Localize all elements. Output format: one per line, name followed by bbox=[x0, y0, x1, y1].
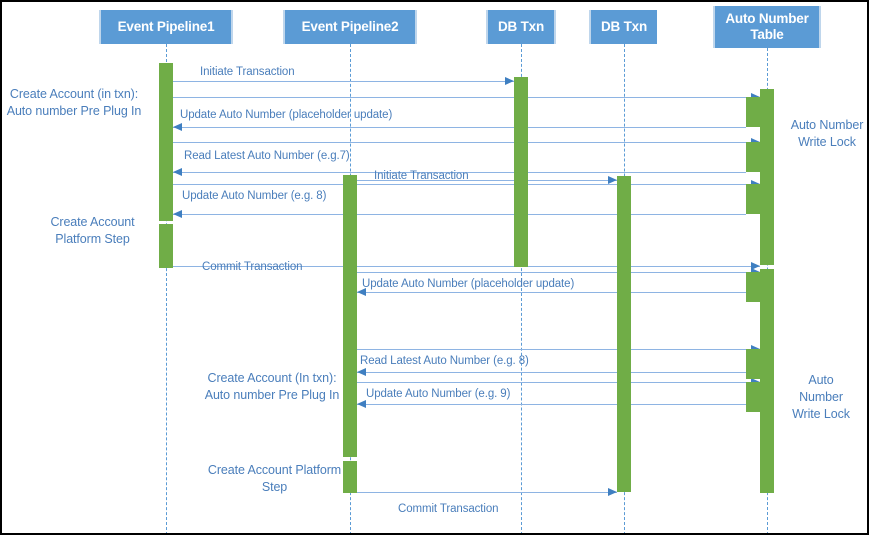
message-label-m16: Commit Transaction bbox=[398, 503, 499, 515]
actor-box-txn1[interactable]: DB Txn bbox=[488, 10, 554, 44]
arrowhead-m11 bbox=[357, 288, 366, 296]
activation-bar-tbl-n4 bbox=[746, 272, 760, 302]
message-label-m8: Update Auto Number (e.g. 8) bbox=[182, 190, 327, 202]
lifeline-txn1 bbox=[521, 44, 522, 533]
message-line-m7 bbox=[173, 184, 760, 185]
arrowhead-m16 bbox=[608, 488, 617, 496]
message-line-m1 bbox=[173, 81, 514, 82]
message-label-m5: Read Latest Auto Number (e.g.7) bbox=[184, 150, 350, 162]
actor-label-ep1: Event Pipeline1 bbox=[117, 19, 215, 34]
message-line-m15 bbox=[357, 404, 746, 405]
activation-bar-tbl-b bbox=[760, 269, 774, 493]
message-line-m2 bbox=[173, 97, 760, 98]
actor-box-ep1[interactable]: Event Pipeline1 bbox=[101, 10, 231, 44]
activation-bar-tbl-n3 bbox=[746, 184, 760, 214]
message-line-m6 bbox=[357, 180, 617, 181]
message-line-m11 bbox=[357, 292, 746, 293]
message-label-m15: Update Auto Number (e.g. 9) bbox=[366, 388, 511, 400]
arrowhead-m5 bbox=[173, 168, 182, 176]
arrowhead-m15 bbox=[357, 400, 366, 408]
message-line-m13 bbox=[357, 372, 746, 373]
activation-bar-txn1-a bbox=[514, 77, 528, 267]
activation-bar-tbl-n6 bbox=[746, 382, 760, 412]
note-n5: Auto Number Write Lock bbox=[790, 118, 864, 149]
message-line-m9 bbox=[173, 266, 760, 267]
note-n2: Create Account Platform Step bbox=[50, 215, 135, 246]
arrowhead-m6 bbox=[608, 176, 617, 184]
arrowhead-m3 bbox=[173, 123, 182, 131]
actor-label-ep2: Event Pipeline2 bbox=[301, 19, 399, 34]
note-n4: Create Account Platform Step bbox=[207, 463, 342, 494]
message-line-m3 bbox=[173, 127, 746, 128]
lifeline-ep1 bbox=[166, 44, 167, 533]
arrowhead-m9 bbox=[751, 262, 760, 270]
note-n3: Create Account (In txn): Auto number Pre… bbox=[204, 371, 340, 402]
arrowhead-m1 bbox=[505, 77, 514, 85]
actor-label-table: Auto Number Table bbox=[725, 11, 809, 42]
message-line-m10 bbox=[357, 272, 760, 273]
activation-bar-tbl-n2 bbox=[746, 142, 760, 172]
activation-bar-tbl-a bbox=[760, 89, 774, 265]
arrowhead-m13 bbox=[357, 368, 366, 376]
actor-box-table[interactable]: Auto Number Table bbox=[715, 6, 819, 48]
actor-box-txn2[interactable]: DB Txn bbox=[591, 10, 657, 44]
note-n6: Auto Number Write Lock bbox=[792, 373, 850, 421]
note-n1: Create Account (in txn): Auto number Pre… bbox=[6, 87, 142, 118]
activation-bar-ep2-b bbox=[343, 461, 357, 493]
message-line-m4 bbox=[173, 142, 760, 143]
actor-box-ep2[interactable]: Event Pipeline2 bbox=[285, 10, 415, 44]
activation-bar-txn2-a bbox=[617, 176, 631, 492]
message-label-m13: Read Latest Auto Number (e.g. 8) bbox=[360, 355, 529, 367]
message-label-m3: Update Auto Number (placeholder update) bbox=[180, 109, 393, 121]
message-label-m6: Initiate Transaction bbox=[374, 170, 469, 182]
message-label-m1: Initiate Transaction bbox=[200, 66, 295, 78]
activation-bar-ep1-b bbox=[159, 224, 173, 268]
activation-bar-tbl-n1 bbox=[746, 97, 760, 127]
activation-bar-ep2-a bbox=[343, 175, 357, 457]
message-label-m9: Commit Transaction bbox=[202, 261, 303, 273]
message-line-m16 bbox=[357, 492, 617, 493]
message-line-m5 bbox=[173, 172, 746, 173]
message-label-m11: Update Auto Number (placeholder update) bbox=[362, 278, 575, 290]
message-line-m12 bbox=[357, 349, 760, 350]
activation-bar-tbl-n5 bbox=[746, 349, 760, 379]
activation-bar-ep1-a bbox=[159, 63, 173, 221]
message-line-m14 bbox=[357, 382, 760, 383]
actor-label-txn2: DB Txn bbox=[600, 19, 648, 34]
message-line-m8 bbox=[173, 214, 746, 215]
arrowhead-m8 bbox=[173, 210, 182, 218]
actor-label-txn1: DB Txn bbox=[497, 19, 545, 34]
